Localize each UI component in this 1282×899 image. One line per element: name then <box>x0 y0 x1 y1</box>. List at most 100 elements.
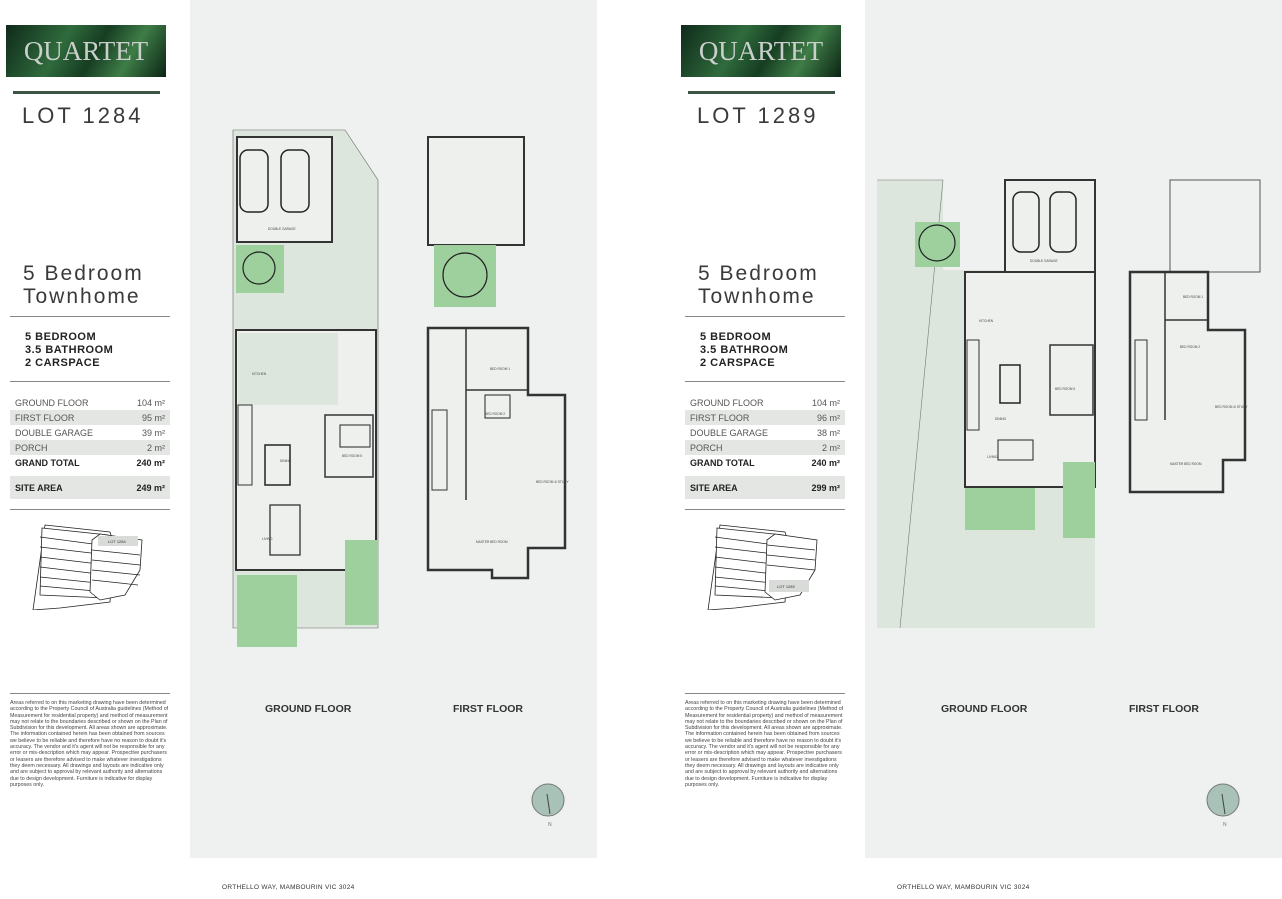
ground-floor-label: GROUND FLOOR <box>941 703 1028 715</box>
area-label: PORCH <box>690 442 723 453</box>
title-line: 5 Bedroom <box>698 262 819 285</box>
area-value: 39 m² <box>141 427 165 438</box>
area-value: 2 m² <box>822 442 840 453</box>
room-label: LIVING <box>987 455 998 459</box>
room-label: BED ROOM 1 <box>1183 295 1203 299</box>
area-value: 2 m² <box>147 442 165 453</box>
divider <box>10 316 170 317</box>
disclaimer: Areas referred to on this marketing draw… <box>685 700 844 788</box>
north-compass-icon: N <box>531 783 565 828</box>
area-row: PORCH 2 m² <box>685 440 845 455</box>
site-plan-diagram: LOT 1284 <box>32 524 143 610</box>
room-label: BED ROOM 5 <box>342 454 362 458</box>
title-line: Townhome <box>698 285 816 308</box>
divider <box>10 381 170 382</box>
area-label: GROUND FLOOR <box>15 397 89 408</box>
ground-floor-plan: DOUBLE GARAGE KITCHEN DINING LIVING BED … <box>877 179 1096 629</box>
divider <box>685 693 845 694</box>
first-floor-label: FIRST FLOOR <box>1129 703 1199 715</box>
highlighted-lot <box>769 580 809 592</box>
floorplan-drawings: DOUBLE GARAGE KITCHEN DINING LIVING BED … <box>877 179 1261 629</box>
tree-icon <box>236 245 284 293</box>
room-label: MASTER BED ROOM <box>476 540 508 544</box>
divider <box>13 91 160 94</box>
spec-carspace: 2 CARSPACE <box>25 357 101 369</box>
site-area-value: 299 m² <box>811 482 840 493</box>
area-value: 95 m² <box>141 412 165 423</box>
divider <box>685 381 845 382</box>
room-label: DINING <box>280 459 292 463</box>
site-plan-lot-label: LOT 1289 <box>777 584 795 589</box>
area-row: FIRST FLOOR 96 m² <box>685 410 845 425</box>
address: ORTHELLO WAY, MAMBOURIN VIC 3024 <box>897 884 1030 891</box>
car-icon <box>280 149 310 213</box>
specs-list: 5 BEDROOM 3.5 BATHROOM 2 CARSPACE <box>25 331 113 370</box>
first-floor-plan: BED ROOM 1 BED ROOM 2 BED ROOM 4/ STUDY … <box>1128 179 1261 494</box>
lot-number: LOT 1284 <box>22 103 144 128</box>
area-row-total: GRAND TOTAL 240 m² <box>685 455 845 470</box>
logo-text: QUARTET <box>698 35 824 66</box>
room-label: BED ROOM 2 <box>485 412 505 416</box>
spec-bedroom: 5 BEDROOM <box>25 331 97 343</box>
area-value: 240 m² <box>136 457 165 468</box>
quartet-logo: QUARTET <box>6 25 166 77</box>
room-label: BED ROOM 5 <box>1055 387 1075 391</box>
area-label: FIRST FLOOR <box>15 412 75 423</box>
area-row: PORCH 2 m² <box>10 440 170 455</box>
room-label: BED ROOM 4/ STUDY <box>536 480 569 484</box>
car-icon <box>1049 191 1077 253</box>
highlighted-lot <box>98 536 138 546</box>
north-label: N <box>548 822 552 828</box>
tree-icon <box>915 222 960 267</box>
room-label: BED ROOM 4/ STUDY <box>1215 405 1248 409</box>
car-icon <box>239 149 269 213</box>
spec-bedroom: 5 BEDROOM <box>700 331 772 343</box>
room-label: DOUBLE GARAGE <box>1030 259 1058 263</box>
floorplan-drawings: DOUBLE GARAGE KITCHEN DINING LIVING BED … <box>232 129 569 647</box>
ground-floor-label: GROUND FLOOR <box>265 703 352 715</box>
first-floor-plan: BED ROOM 1 BED ROOM 2 BED ROOM 4/ STUDY … <box>426 136 569 580</box>
north-label: N <box>1223 822 1227 828</box>
room-label: MASTER BED ROOM <box>1170 462 1202 466</box>
title-line: 5 Bedroom <box>23 262 144 285</box>
spec-carspace: 2 CARSPACE <box>700 357 776 369</box>
room-label: KITCHEN <box>979 319 994 323</box>
room-label: BED ROOM 2 <box>1180 345 1200 349</box>
divider <box>10 509 170 510</box>
room-label: DOUBLE GARAGE <box>268 227 296 231</box>
spec-bathroom: 3.5 BATHROOM <box>700 344 789 356</box>
area-label: GRAND TOTAL <box>690 457 755 468</box>
site-area-label: SITE AREA <box>15 482 63 493</box>
divider <box>10 693 170 694</box>
area-label: DOUBLE GARAGE <box>15 427 94 438</box>
area-value: 96 m² <box>816 412 840 423</box>
ground-floor-plan: DOUBLE GARAGE KITCHEN DINING LIVING BED … <box>232 129 379 647</box>
room-label: LIVING <box>262 537 273 541</box>
divider <box>688 91 835 94</box>
area-label: PORCH <box>15 442 48 453</box>
disclaimer: Areas referred to on this marketing draw… <box>10 700 169 788</box>
room-label: KITCHEN <box>252 372 267 376</box>
area-label: FIRST FLOOR <box>690 412 750 423</box>
lot-number: LOT 1289 <box>697 103 819 128</box>
spec-bathroom: 3.5 BATHROOM <box>25 344 114 356</box>
divider <box>685 509 845 510</box>
car-icon <box>1012 191 1040 253</box>
area-value: 240 m² <box>811 457 840 468</box>
title-line: Townhome <box>23 285 141 308</box>
area-label: DOUBLE GARAGE <box>690 427 769 438</box>
